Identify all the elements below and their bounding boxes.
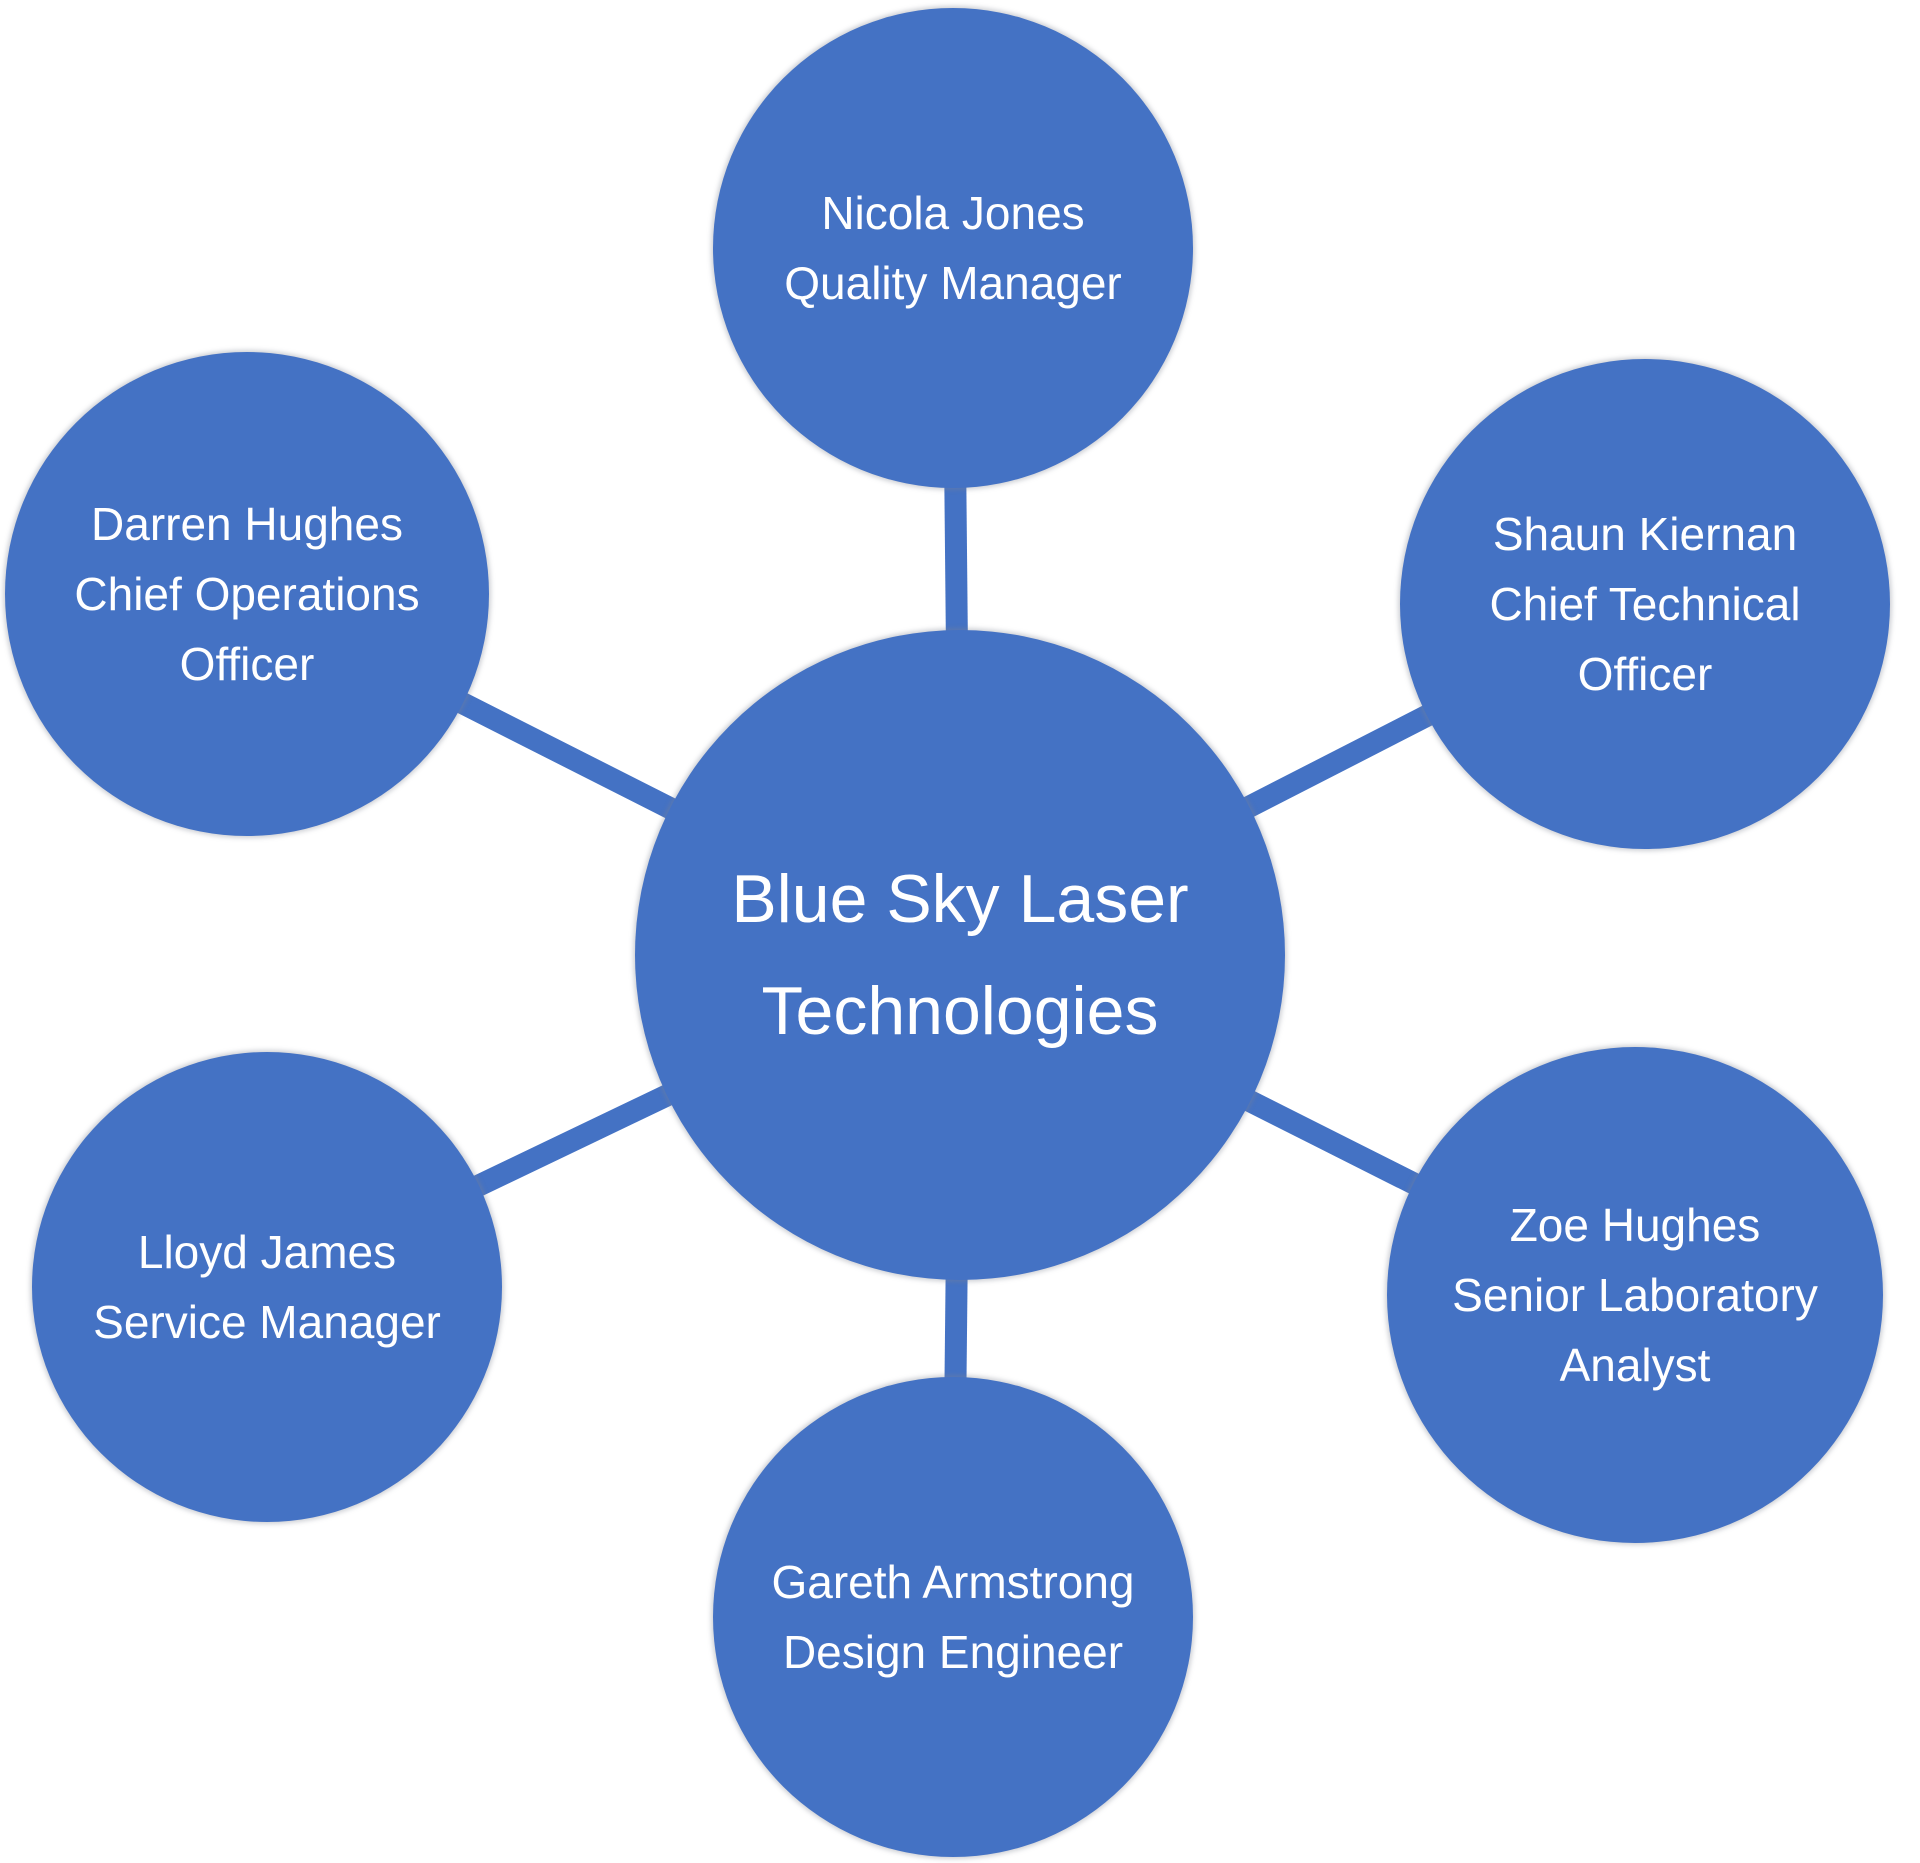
node-company: Blue Sky Laser Technologies: [635, 630, 1285, 1280]
person-role: Service Manager: [93, 1296, 441, 1348]
person-role-line-2: Officer: [1577, 648, 1713, 700]
person-role-line-1: Chief Operations: [74, 568, 420, 620]
person-role: Design Engineer: [782, 1626, 1124, 1678]
node-label: Darren Hughes Chief Operations Officer: [5, 489, 489, 699]
node-gareth-armstrong: Gareth Armstrong Design Engineer: [713, 1377, 1193, 1857]
person-name: Lloyd James: [137, 1226, 397, 1278]
node-zoe-hughes: Zoe Hughes Senior Laboratory Analyst: [1387, 1047, 1883, 1543]
person-name: Gareth Armstrong: [771, 1556, 1135, 1608]
node-label: Nicola Jones Quality Manager: [713, 178, 1193, 318]
person-name: Shaun Kiernan: [1492, 508, 1798, 560]
node-label: Shaun Kiernan Chief Technical Officer: [1400, 499, 1890, 709]
person-name: Zoe Hughes: [1509, 1199, 1761, 1251]
node-nicola-jones: Nicola Jones Quality Manager: [713, 8, 1193, 488]
node-lloyd-james: Lloyd James Service Manager: [32, 1052, 502, 1522]
person-name: Nicola Jones: [821, 187, 1085, 239]
node-darren-hughes: Darren Hughes Chief Operations Officer: [5, 352, 489, 836]
company-name-line-1: Blue Sky Laser: [731, 861, 1189, 937]
person-name: Darren Hughes: [91, 498, 403, 550]
company-name-line-2: Technologies: [761, 973, 1159, 1049]
node-label: Lloyd James Service Manager: [32, 1217, 502, 1357]
company-label: Blue Sky Laser Technologies: [635, 843, 1285, 1067]
person-role: Quality Manager: [784, 257, 1122, 309]
node-label: Gareth Armstrong Design Engineer: [713, 1547, 1193, 1687]
node-shaun-kiernan: Shaun Kiernan Chief Technical Officer: [1400, 359, 1890, 849]
node-label: Zoe Hughes Senior Laboratory Analyst: [1387, 1190, 1883, 1400]
person-role-line-2: Officer: [179, 638, 315, 690]
person-role-line-1: Chief Technical: [1489, 578, 1801, 630]
person-role-line-1: Senior Laboratory: [1452, 1269, 1818, 1321]
person-role-line-2: Analyst: [1559, 1339, 1711, 1391]
